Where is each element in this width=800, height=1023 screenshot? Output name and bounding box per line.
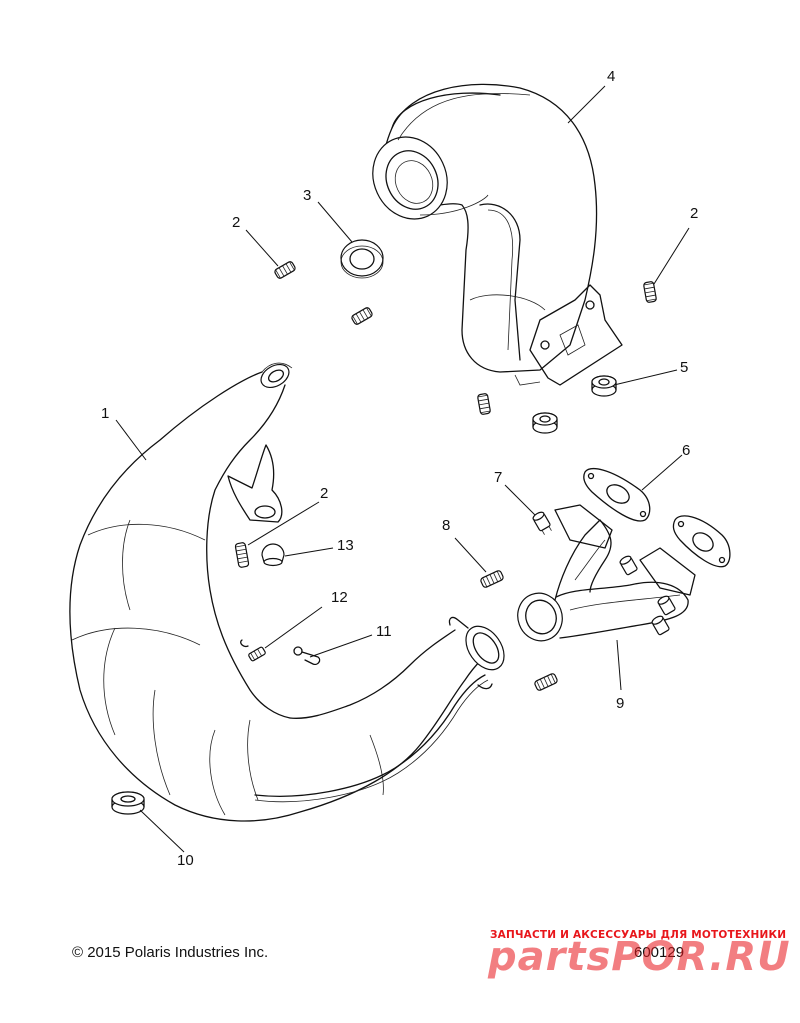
callout-5: 5 — [680, 359, 688, 376]
part-4-head-pipe — [372, 83, 623, 386]
leader-lines — [115, 85, 690, 853]
callout-11: 11 — [376, 623, 392, 640]
spring-expansion-chamber — [234, 542, 250, 568]
part-1-expansion-chamber — [69, 362, 505, 822]
callout-8: 8 — [442, 517, 450, 534]
part-13-rubber-cap — [261, 543, 285, 567]
callout-13: 13 — [337, 537, 354, 554]
spring-upper-right — [643, 281, 657, 303]
callout-3: 3 — [303, 187, 311, 204]
part-9-y-manifold — [517, 504, 696, 642]
spring-upper-left — [274, 261, 296, 279]
callout-labels: 1 2 2 2 3 4 5 6 7 8 9 10 11 12 13 — [101, 68, 698, 869]
spring-lower-mid — [534, 673, 558, 691]
callout-1: 1 — [101, 405, 109, 422]
watermark-logo: partsPOR.RU — [488, 934, 791, 980]
callout-2-upper-left: 2 — [232, 214, 240, 231]
spring-8 — [480, 570, 504, 588]
part-12-spring-clip — [240, 639, 266, 662]
part-7-bolts — [532, 511, 676, 636]
callout-4: 4 — [607, 68, 615, 85]
callout-2-middle: 2 — [320, 485, 328, 502]
callout-9: 9 — [616, 695, 624, 712]
part-5-grommets — [532, 375, 617, 434]
copyright-text: © 2015 Polaris Industries Inc. — [72, 944, 269, 961]
callout-10: 10 — [177, 852, 194, 869]
callout-2-upper-right: 2 — [690, 205, 698, 222]
drawing-number: 600129 — [634, 944, 685, 961]
callout-6: 6 — [682, 442, 690, 459]
callout-12: 12 — [331, 589, 348, 606]
spring-under-bracket — [477, 393, 491, 415]
part-10-grommet — [111, 791, 145, 815]
part-11-hook-clip — [293, 646, 321, 666]
part-6-flange-gaskets — [583, 468, 731, 568]
watermark-tagline: ЗАПЧАСТИ И АКСЕССУАРЫ ДЛЯ МОТОТЕХНИКИ — [490, 929, 787, 941]
callout-7: 7 — [494, 469, 502, 486]
spring-group — [234, 261, 657, 691]
part-3-ring-gasket — [340, 239, 384, 279]
spring-mid-left — [351, 307, 373, 325]
